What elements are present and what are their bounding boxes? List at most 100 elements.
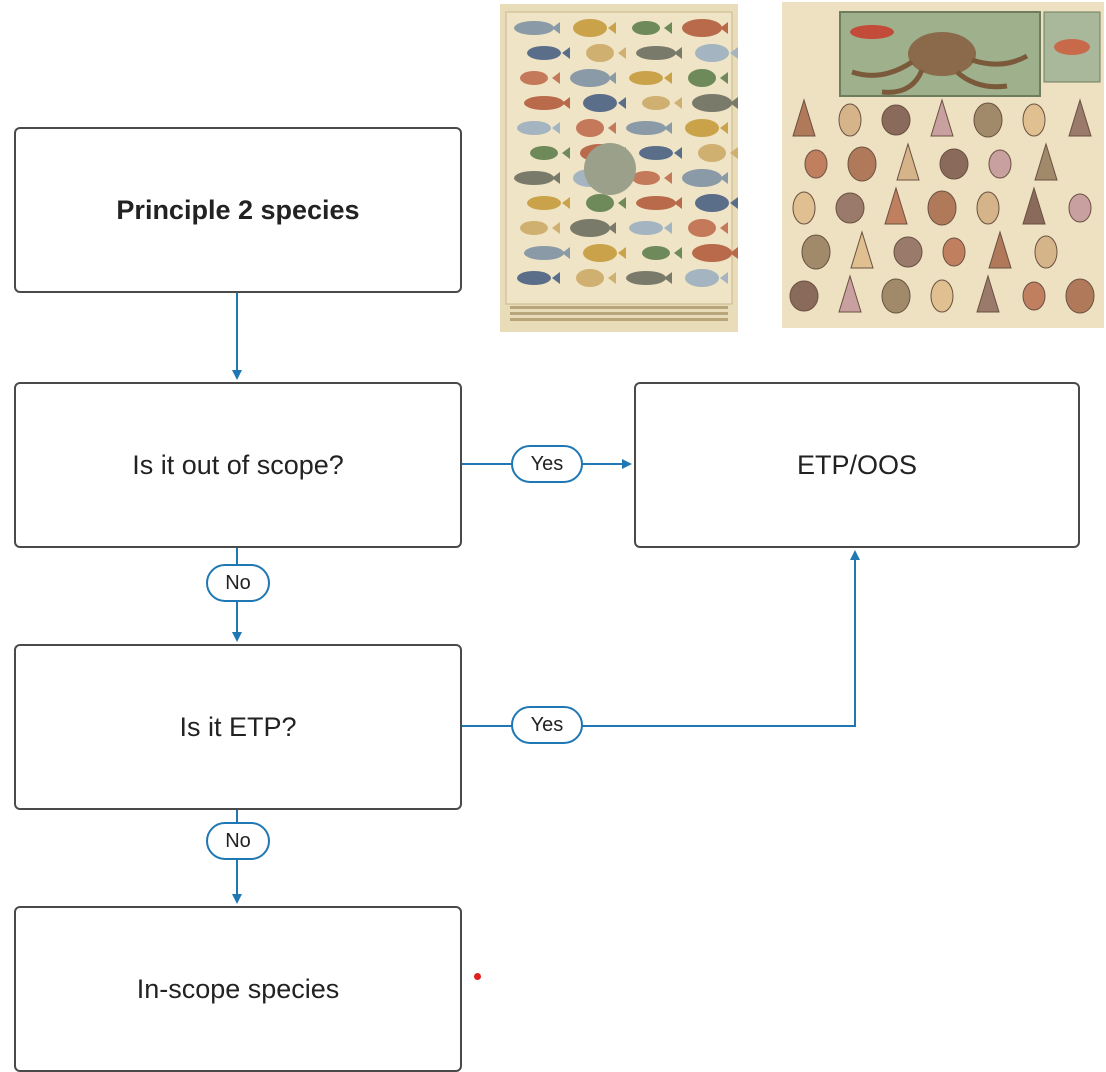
shell-drawing	[896, 142, 920, 181]
fish-drawing	[530, 146, 558, 160]
node-etp-oos: ETP/OOS	[634, 382, 1080, 548]
fish-drawing	[642, 96, 670, 110]
shells-plate-artwork	[782, 2, 1104, 328]
shell-drawing	[1034, 235, 1058, 269]
shell-drawing	[847, 146, 877, 182]
fish-drawing	[685, 119, 719, 137]
fish-drawing	[642, 246, 670, 260]
shell-drawing	[835, 192, 865, 224]
fish-tail-drawing	[720, 72, 728, 84]
fish-tail-drawing	[720, 272, 728, 284]
fish-tail-drawing	[552, 22, 560, 34]
fish-drawing	[698, 144, 726, 162]
red-marker-dot	[474, 973, 481, 980]
fish-tail-drawing	[552, 72, 560, 84]
fish-drawing	[520, 71, 548, 85]
fish-drawing	[682, 169, 722, 187]
shell-drawing	[1022, 281, 1046, 311]
fish-drawing	[570, 69, 610, 87]
shell-drawing	[1022, 186, 1046, 225]
node-in-scope-label: In-scope species	[136, 973, 340, 1004]
fish-plate-artwork	[500, 4, 738, 332]
shell-drawing	[927, 190, 957, 226]
fish-tail-drawing	[552, 172, 560, 184]
node-in-scope-species: In-scope species	[14, 906, 462, 1072]
fish-tail-drawing	[552, 122, 560, 134]
shell-drawing	[881, 104, 911, 136]
edge-label-text: No	[225, 571, 251, 594]
fish-drawing	[576, 269, 604, 287]
fish-tail-drawing	[730, 147, 738, 159]
fish-drawing	[636, 196, 676, 210]
fish-drawing	[583, 94, 617, 112]
fish-drawing	[573, 19, 607, 37]
fish-drawing	[636, 46, 676, 60]
fish-tail-drawing	[664, 272, 672, 284]
edge-label-etp-no: No	[206, 822, 270, 860]
shell-drawing	[988, 230, 1012, 269]
fish-drawing	[685, 269, 719, 287]
fish-drawing	[527, 196, 561, 210]
fish-drawing	[586, 194, 614, 212]
shell-drawing	[976, 274, 1000, 313]
fish-drawing	[520, 221, 548, 235]
node-etp-oos-label: ETP/OOS	[796, 449, 918, 480]
shell-drawing	[1022, 103, 1046, 137]
fish-tail-drawing	[618, 47, 626, 59]
shell-drawing	[976, 191, 1000, 225]
fish-tail-drawing	[730, 197, 738, 209]
fish-illustration-plate	[500, 4, 738, 332]
edge-label-scope-yes: Yes	[511, 445, 583, 483]
fish-drawing	[626, 271, 666, 285]
shell-drawing	[1068, 193, 1092, 223]
fish-drawing	[514, 171, 554, 185]
fish-tail-drawing	[608, 72, 616, 84]
shell-drawing	[1065, 278, 1095, 314]
fish-drawing	[692, 244, 732, 262]
fish-tail-drawing	[664, 222, 672, 234]
sunfish-drawing	[584, 143, 636, 195]
fish-tail-drawing	[562, 47, 570, 59]
fish-tail-drawing	[730, 47, 738, 59]
fish-tail-drawing	[562, 197, 570, 209]
fish-tail-drawing	[664, 22, 672, 34]
node-out-of-scope-question: Is it out of scope?	[14, 382, 462, 548]
fish-drawing	[626, 121, 666, 135]
fish-tail-drawing	[608, 222, 616, 234]
fish-tail-drawing	[664, 172, 672, 184]
node-etp-label: Is it ETP?	[179, 711, 297, 742]
edge-etp-yes-to-etpoos	[462, 550, 860, 727]
fish-tail-drawing	[674, 47, 682, 59]
shell-drawing	[930, 279, 954, 313]
shell-drawing	[1034, 142, 1058, 181]
fish-drawing	[524, 96, 564, 110]
fish-tail-drawing	[674, 147, 682, 159]
shell-drawing	[789, 280, 819, 312]
edge-label-etp-yes: Yes	[511, 706, 583, 744]
fish-tail-drawing	[552, 272, 560, 284]
fish-drawing	[586, 44, 614, 62]
fish-tail-drawing	[608, 122, 616, 134]
shell-drawing	[838, 103, 862, 137]
edge-label-text: Yes	[530, 452, 564, 475]
fish-tail-drawing	[674, 247, 682, 259]
fish-tail-drawing	[720, 22, 728, 34]
shell-drawing	[884, 186, 908, 225]
fish-drawing	[527, 46, 561, 60]
fish-drawing	[682, 19, 722, 37]
fish-drawing	[695, 44, 729, 62]
fish-tail-drawing	[608, 272, 616, 284]
fish-drawing	[688, 219, 716, 237]
node-etp-question: Is it ETP?	[14, 644, 462, 810]
fish-tail-drawing	[730, 97, 738, 109]
fish-tail-drawing	[562, 97, 570, 109]
shell-drawing	[893, 236, 923, 268]
shell-drawing	[930, 98, 954, 137]
node-principle-label: Principle 2 species	[116, 194, 360, 225]
shell-drawing	[939, 148, 969, 180]
fish-drawing	[524, 246, 564, 260]
shell-drawing	[838, 274, 862, 313]
fish-tail-drawing	[674, 97, 682, 109]
fish-drawing	[692, 94, 732, 112]
fish-tail-drawing	[664, 72, 672, 84]
